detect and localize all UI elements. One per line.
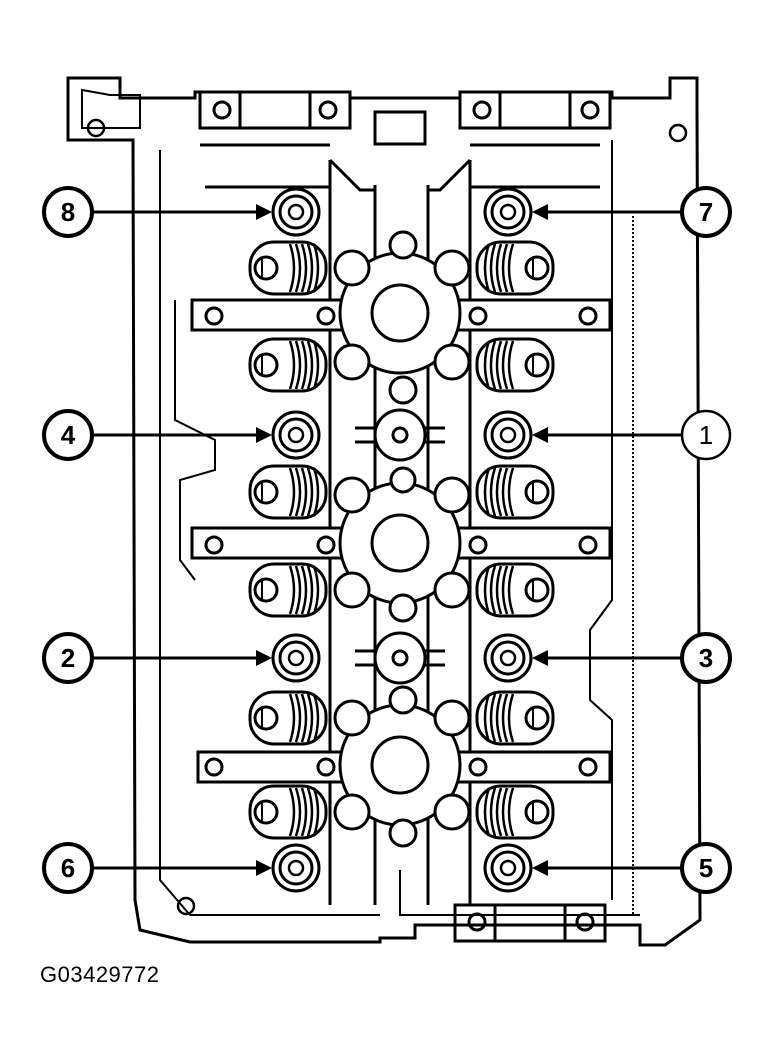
- camshaft-bridges: [190, 251, 612, 827]
- valve-spring: [248, 464, 328, 520]
- callout-label-8: 8: [61, 197, 75, 227]
- head-bolt-4: [271, 410, 321, 460]
- callout-circle-6: [42, 842, 94, 894]
- callout-arrowhead-6: [256, 860, 272, 876]
- valve-spring: [475, 464, 555, 520]
- callout-circle-2: [42, 632, 94, 684]
- valve-spring: [248, 240, 328, 296]
- stippled-edge: [630, 215, 635, 915]
- callout-arrowhead-1: [532, 427, 548, 443]
- callout-label-1: 1: [699, 420, 713, 450]
- callout-circle-3: [680, 632, 732, 684]
- callout-circle-1: [680, 409, 732, 461]
- valve-spring: [475, 240, 555, 296]
- head-bolt-5: [483, 843, 533, 893]
- callout-arrowhead-7: [532, 204, 548, 220]
- head-bolt-8: [271, 187, 321, 237]
- callout-arrowhead-3: [532, 650, 548, 666]
- journal-lobes: [333, 249, 471, 831]
- valve-spring: [248, 690, 328, 746]
- head-bolt-6: [271, 843, 321, 893]
- valve-spring: [248, 784, 328, 840]
- callout-label-3: 3: [699, 643, 713, 673]
- callout-label-6: 6: [61, 853, 75, 883]
- valve-springs: [248, 240, 555, 840]
- valve-spring: [475, 690, 555, 746]
- head-bolt-1: [483, 410, 533, 460]
- callout-circle-8: [42, 186, 94, 238]
- callout-label-7: 7: [699, 197, 713, 227]
- callout-circle-5: [680, 842, 732, 894]
- callout-label-5: 5: [699, 853, 713, 883]
- valve-spring: [248, 562, 328, 618]
- callout-label-4: 4: [61, 420, 76, 450]
- valve-spring: [248, 337, 328, 393]
- callout-arrowhead-4: [256, 427, 272, 443]
- valve-spring: [475, 562, 555, 618]
- valve-spring: [475, 337, 555, 393]
- bottom-bearing-cap: [453, 903, 607, 943]
- callout-label-2: 2: [61, 643, 75, 673]
- corner-holes: [86, 118, 688, 916]
- head-bolt-7: [483, 187, 533, 237]
- callout-arrowhead-5: [532, 860, 548, 876]
- head-bolt-2: [271, 633, 321, 683]
- callout-arrowhead-8: [256, 204, 272, 220]
- head-bolt-3: [483, 633, 533, 683]
- valve-spring: [475, 784, 555, 840]
- bolt-sequence-callouts: 8 7 4 1 2 3 6 5: [42, 186, 732, 894]
- figure-id: G03429772: [40, 962, 160, 987]
- callout-circle-7: [680, 186, 732, 238]
- head-bolts: [271, 187, 533, 893]
- callout-circle-4: [42, 409, 94, 461]
- spark-plug-bores: [355, 230, 445, 848]
- callout-arrowhead-2: [256, 650, 272, 666]
- top-bearing-caps: [198, 90, 612, 189]
